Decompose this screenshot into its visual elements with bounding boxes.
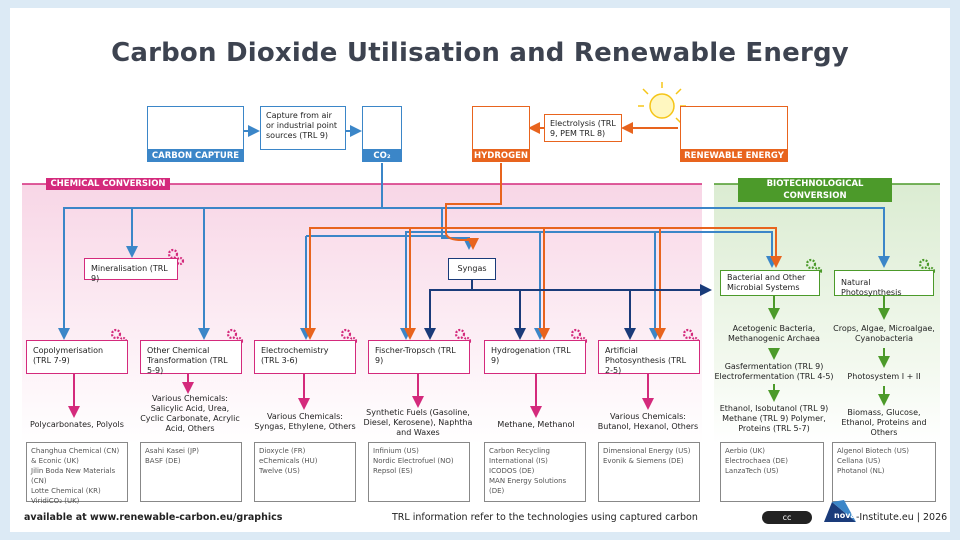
companies-electrochemistry: Dioxycle (FR) eChemicals (HU) Twelve (US… — [254, 442, 356, 502]
company-item: Algenol Biotech (US) — [837, 447, 909, 455]
company-item: ViridiCO₂ (UK) — [31, 497, 80, 505]
page-title: Carbon Dioxide Utilisation and Renewable… — [111, 38, 849, 68]
bacterial-text: Bacterial and Other Microbial Systems — [727, 273, 806, 292]
acetogenic-text: Acetogenic Bacteria, Methanogenic Archae… — [728, 324, 820, 343]
company-item: Cellana (US) — [837, 457, 881, 465]
companies-bacterial: Aerbio (UK) Electrochaea (DE) LanzaTech … — [720, 442, 824, 502]
company-item: Nordic Electrofuel (NO) — [373, 457, 454, 465]
biotech-conversion-label: BIOTECHNOLOGICAL CONVERSION — [738, 178, 892, 202]
company-item: Asahi Kasei (JP) — [145, 447, 199, 455]
companies-natural: Algenol Biotech (US) Cellana (US) Photan… — [832, 442, 936, 502]
product-synthetic-fuels: Synthetic Fuels (Gasoline, Diesel, Keros… — [363, 408, 473, 437]
company-item: LanzaTech (US) — [725, 467, 779, 475]
process-label: Copolymerisation (TRL 7-9) — [33, 346, 104, 365]
chemical-conversion-label: CHEMICAL CONVERSION — [46, 178, 170, 190]
product-methane-methanol: Methane, Methanol — [497, 420, 575, 429]
cc-text: cc — [782, 513, 792, 522]
companies-hydrogenation: Carbon Recycling International (IS) ICOD… — [484, 442, 586, 502]
hydrogen-label: HYDROGEN — [472, 150, 530, 162]
companies-copolymerisation: Changhua Chemical (CN) & Econic (UK) Jil… — [26, 442, 128, 505]
company-item: Infinium (US) — [373, 447, 419, 455]
canvas: H 2 Carbon Dioxide Utilisation and Renew… — [10, 8, 950, 532]
process-label: Artificial Photosynthesis (TRL 2-5) — [605, 346, 687, 375]
company-item: Carbon Recycling International (IS) — [489, 447, 550, 465]
process-label: Other Chemical Transformation (TRL 5-9) — [147, 346, 228, 375]
company-item: Dioxycle (FR) — [259, 447, 306, 455]
product-various-chemicals-2: Various Chemicals: Syngas, Ethylene, Oth… — [254, 412, 356, 431]
footer-note: TRL information refer to the technologie… — [392, 512, 698, 523]
company-item: Electrochaea (DE) — [725, 457, 788, 465]
renewable-label: RENEWABLE ENERGY — [680, 150, 788, 162]
company-item: Aerbio (UK) — [725, 447, 765, 455]
gasferm-text: Gasfermentation (TRL 9) Electrofermentat… — [714, 362, 834, 381]
companies-fischer-tropsch: Infinium (US) Nordic Electrofuel (NO) Re… — [368, 442, 470, 502]
syngas-box: Syngas — [448, 258, 496, 280]
footer-link[interactable]: available at www.renewable-carbon.eu/gra… — [24, 512, 283, 523]
product-polycarbonates: Polycarbonates, Polyols — [30, 420, 124, 429]
company-item: Lotte Chemical (KR) — [31, 487, 101, 495]
nova-logo-shape — [824, 500, 856, 522]
process-copolymerisation: Copolymerisation (TRL 7-9) — [26, 340, 128, 374]
product-various-chemicals-3: Various Chemicals: Butanol, Hexanol, Oth… — [597, 412, 699, 431]
electrolysis-box: Electrolysis (TRL 9, PEM TRL 8) — [544, 114, 622, 142]
product-biomass: Biomass, Glucose, Ethanol, Proteins and … — [841, 408, 927, 437]
sun-icon — [638, 82, 686, 124]
electrolysis-text: Electrolysis (TRL 9, PEM TRL 8) — [550, 119, 616, 138]
company-item: Jilin Boda New Materials (CN) — [31, 467, 116, 485]
capture-text: Capture from air or industrial point sou… — [266, 111, 338, 140]
company-item: ICODOS (DE) — [489, 467, 535, 475]
process-electrochemistry: Electrochemistry (TRL 3-6) — [254, 340, 356, 374]
company-item: Changhua Chemical (CN) & Econic (UK) — [31, 447, 120, 465]
product-various-chemicals-1: Various Chemicals: Salicylic Acid, Urea,… — [140, 394, 240, 433]
company-item: eChemicals (HU) — [259, 457, 318, 465]
company-item: BASF (DE) — [145, 457, 181, 465]
company-item: Dimensional Energy (US) — [603, 447, 691, 455]
process-label: Fischer-Tropsch (TRL 9) — [375, 346, 456, 365]
process-fischer-tropsch: Fischer-Tropsch (TRL 9) — [368, 340, 470, 374]
company-item: Evonik & Siemens (DE) — [603, 457, 684, 465]
natural-photosynthesis-text: Natural Photosynthesis — [841, 278, 902, 297]
carbon-capture-label: CARBON CAPTURE — [147, 150, 244, 162]
footer-brand: -Institute.eu | 2026 — [856, 512, 948, 523]
companies-artificial-photosynthesis: Dimensional Energy (US) Evonik & Siemens… — [598, 442, 700, 502]
renewable-box — [680, 106, 788, 150]
co2-label: CO₂ — [362, 150, 402, 162]
process-hydrogenation: Hydrogenation (TRL 9) — [484, 340, 586, 374]
syngas-text: Syngas — [457, 264, 487, 273]
product-ethanol: Ethanol, Isobutanol (TRL 9) Methane (TRL… — [719, 404, 829, 433]
carbon-capture-box — [147, 106, 244, 150]
nova-logo-text: nova — [834, 511, 856, 520]
co2-box — [362, 106, 402, 150]
process-artificial-photosynthesis: Artificial Photosynthesis (TRL 2-5) — [598, 340, 700, 375]
natural-photosynthesis-box: Natural Photosynthesis — [834, 270, 934, 297]
crops-text: Crops, Algae, Microalgae, Cyanobacteria — [833, 324, 935, 343]
process-label: Hydrogenation (TRL 9) — [491, 346, 571, 365]
bacterial-box: Bacterial and Other Microbial Systems — [720, 270, 820, 296]
process-label: Electrochemistry (TRL 3-6) — [261, 346, 329, 365]
nova-logo: nova — [822, 496, 858, 524]
company-item: MAN Energy Solutions (DE) — [489, 477, 567, 495]
mineralisation-box: Mineralisation (TRL 9) — [84, 258, 178, 283]
capture-box: Capture from air or industrial point sou… — [260, 106, 346, 150]
photosystem-text: Photosystem I + II — [847, 372, 921, 381]
cc-license-icon: cc — [762, 511, 812, 524]
mineralisation-text: Mineralisation (TRL 9) — [91, 264, 168, 283]
hydrogen-box — [472, 106, 530, 150]
company-item: Repsol (ES) — [373, 467, 413, 475]
company-item: Photanol (NL) — [837, 467, 885, 475]
process-other-chemical: Other Chemical Transformation (TRL 5-9) — [140, 340, 242, 375]
company-item: Twelve (US) — [259, 467, 300, 475]
companies-other-chemical: Asahi Kasei (JP) BASF (DE) — [140, 442, 242, 502]
